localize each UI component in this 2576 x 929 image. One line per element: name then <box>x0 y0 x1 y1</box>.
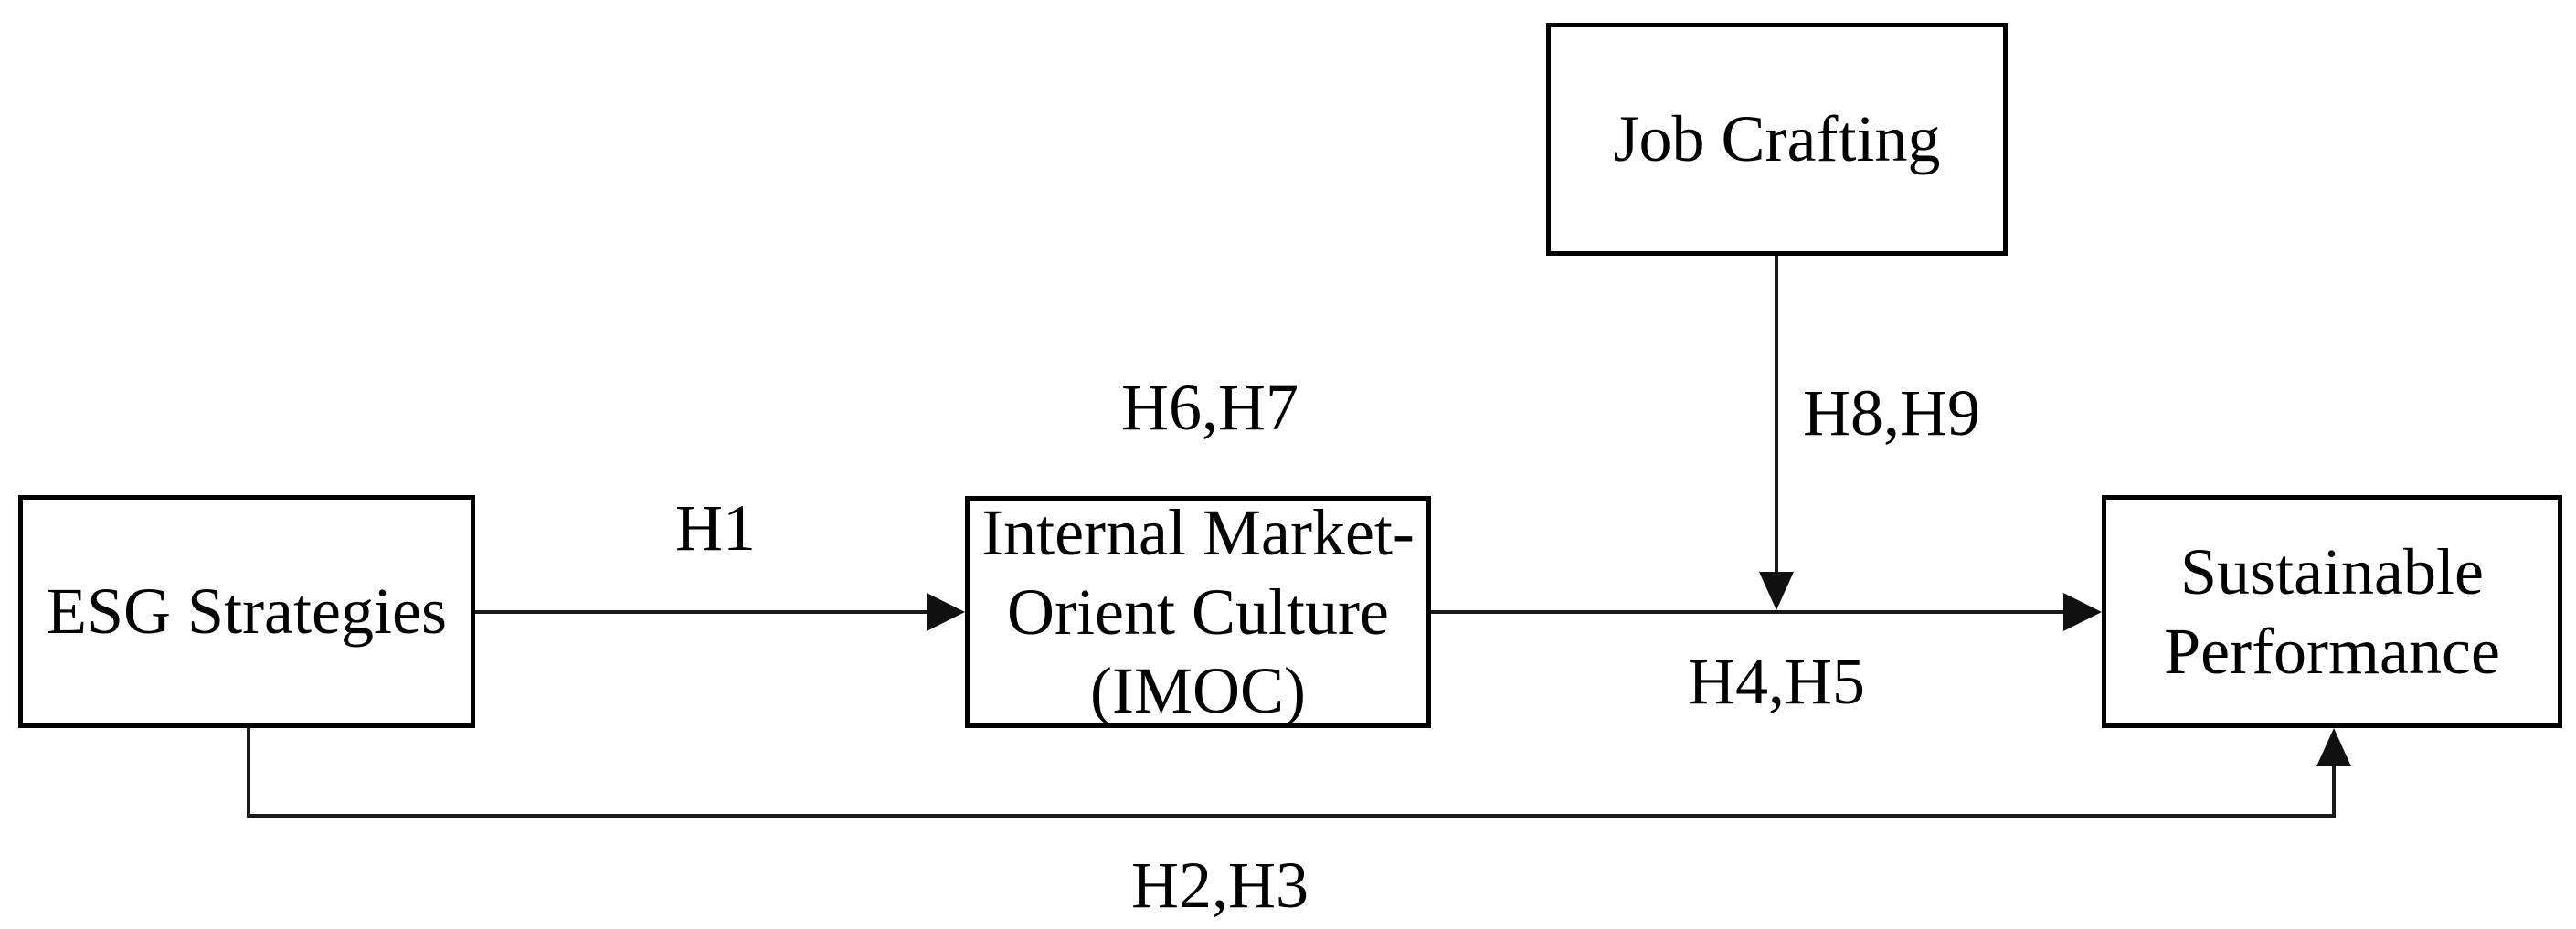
node-sustainable-performance: Sustainable Performance <box>2102 495 2562 728</box>
edge-esg-to-sp-rise-line <box>2332 764 2336 816</box>
node-imoc: Internal Market- Orient Culture (IMOC) <box>965 496 1431 728</box>
edge-esg-to-sp-drop-line <box>247 728 250 816</box>
edge-label-h6-h7: H6,H7 <box>1121 371 1299 444</box>
node-sp-label-line1: Sustainable <box>2180 535 2484 609</box>
edge-esg-to-sp-bottom-line <box>247 814 2336 818</box>
node-imoc-label-line1: Internal Market- <box>981 496 1415 570</box>
edge-label-h1: H1 <box>675 491 756 565</box>
node-job-crafting-label: Job Crafting <box>1613 102 1941 176</box>
node-esg-strategies: ESG Strategies <box>18 495 475 728</box>
node-imoc-label-line2: Orient Culture <box>1007 575 1389 649</box>
edge-esg-to-imoc-line <box>475 610 930 614</box>
edge-esg-to-imoc-arrowhead-icon <box>927 593 965 631</box>
node-esg-strategies-label: ESG Strategies <box>47 575 447 649</box>
node-imoc-label-line3: (IMOC) <box>1090 654 1306 728</box>
edge-imoc-to-sp-line <box>1431 610 2067 614</box>
edge-label-h2-h3: H2,H3 <box>1131 849 1309 922</box>
node-sustainable-performance-label: Sustainable Performance <box>2164 533 2500 691</box>
edge-esg-to-sp-arrowhead-icon <box>2316 728 2351 766</box>
node-sp-label-line2: Performance <box>2164 614 2500 688</box>
node-job-crafting: Job Crafting <box>1546 23 2008 256</box>
edge-label-h4-h5: H4,H5 <box>1688 645 1865 718</box>
edge-job-moderation-arrowhead-icon <box>1759 572 1794 610</box>
edge-label-h8-h9: H8,H9 <box>1803 376 1980 449</box>
edge-imoc-to-sp-arrowhead-icon <box>2063 593 2102 631</box>
node-imoc-label: Internal Market- Orient Culture (IMOC) <box>981 493 1415 730</box>
edge-job-moderation-line <box>1775 256 1778 572</box>
